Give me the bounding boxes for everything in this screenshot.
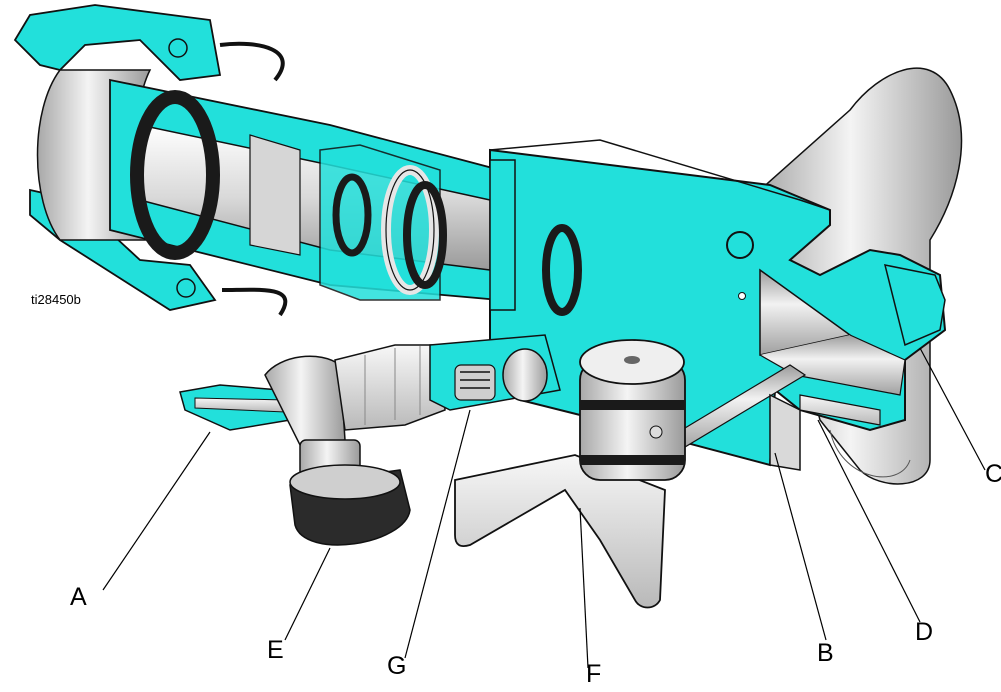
callout-g: G (387, 652, 407, 680)
figure-id: ti28450b (31, 292, 81, 307)
adjust-knob (289, 464, 411, 546)
leader-line-c (919, 347, 986, 471)
seal-ring-small (332, 173, 372, 257)
seal-ring-large (130, 90, 220, 260)
callout-c: C (985, 460, 1001, 488)
check-valve (429, 334, 561, 411)
callout-a: A (70, 583, 87, 611)
callout-d: D (915, 618, 934, 646)
inlet-fitting (179, 384, 291, 431)
leader-line-b (774, 452, 827, 641)
callout-f: F (586, 660, 602, 688)
leader-line-e (284, 547, 331, 641)
base-plate (454, 454, 666, 609)
leader-line-f (579, 507, 589, 669)
leader-line-a (102, 431, 211, 591)
leader-line-d (817, 419, 921, 623)
seal-ring-rear (542, 224, 582, 316)
seal-ring-mid (403, 181, 447, 289)
hex-nut-fitting (334, 344, 446, 431)
callout-e: E (267, 636, 284, 664)
valve-cartridge (579, 339, 686, 481)
leader-line-g (404, 409, 471, 659)
callout-b: B (817, 639, 834, 667)
backup-washer (381, 165, 439, 295)
body-side-face (769, 393, 801, 471)
leader-lines (102, 347, 986, 669)
